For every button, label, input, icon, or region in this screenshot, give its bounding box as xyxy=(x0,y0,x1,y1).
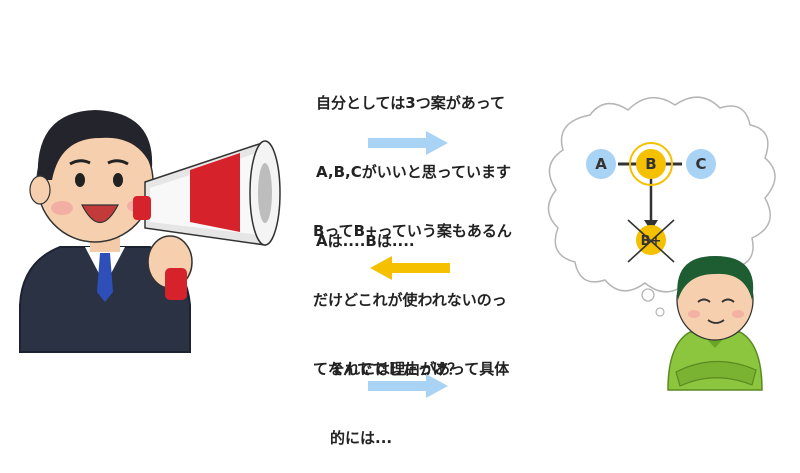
message-1-line-2: A,B,Cがいいと思っています xyxy=(316,163,511,181)
arrow-right-2 xyxy=(368,374,448,398)
message-3: それには理由があって具体 的には... xyxy=(330,312,509,473)
message-1-line-1: 自分としては3つ案があって xyxy=(316,94,505,112)
message-3-line-1: それには理由があって具体 xyxy=(330,360,510,378)
arrow-left-yellow xyxy=(370,256,450,280)
node-b xyxy=(636,149,666,179)
message-2-line-3: てなんででしたっけ？ xyxy=(313,360,463,378)
node-c xyxy=(686,149,716,179)
message-2-line-1: BってB+っていう案もあるん xyxy=(313,222,512,240)
cross-out-mark xyxy=(627,219,675,263)
node-a xyxy=(586,149,616,179)
node-b-highlight-ring xyxy=(629,142,673,186)
options-diagram: A B C B+ xyxy=(586,142,716,263)
node-a-label: A xyxy=(595,155,607,173)
message-1-line-3: Aは....Bは.... xyxy=(316,232,415,250)
businessman-illustration xyxy=(19,110,281,353)
thinking-man-illustration xyxy=(667,256,763,391)
message-2: BってB+っていう案もあるん だけどこれが使われないのっ てなんででしたっけ？ xyxy=(313,174,512,404)
message-3-line-2: 的には... xyxy=(330,429,393,447)
node-c-label: C xyxy=(695,155,706,173)
message-2-line-2: だけどこれが使われないのっ xyxy=(313,291,507,309)
arrow-right-1 xyxy=(368,131,448,155)
message-1: 自分としては3つ案があって A,B,Cがいいと思っています Aは....Bは..… xyxy=(316,46,511,276)
diagram-canvas: A B C B+ xyxy=(19,96,776,398)
node-b-label: B xyxy=(645,155,656,173)
